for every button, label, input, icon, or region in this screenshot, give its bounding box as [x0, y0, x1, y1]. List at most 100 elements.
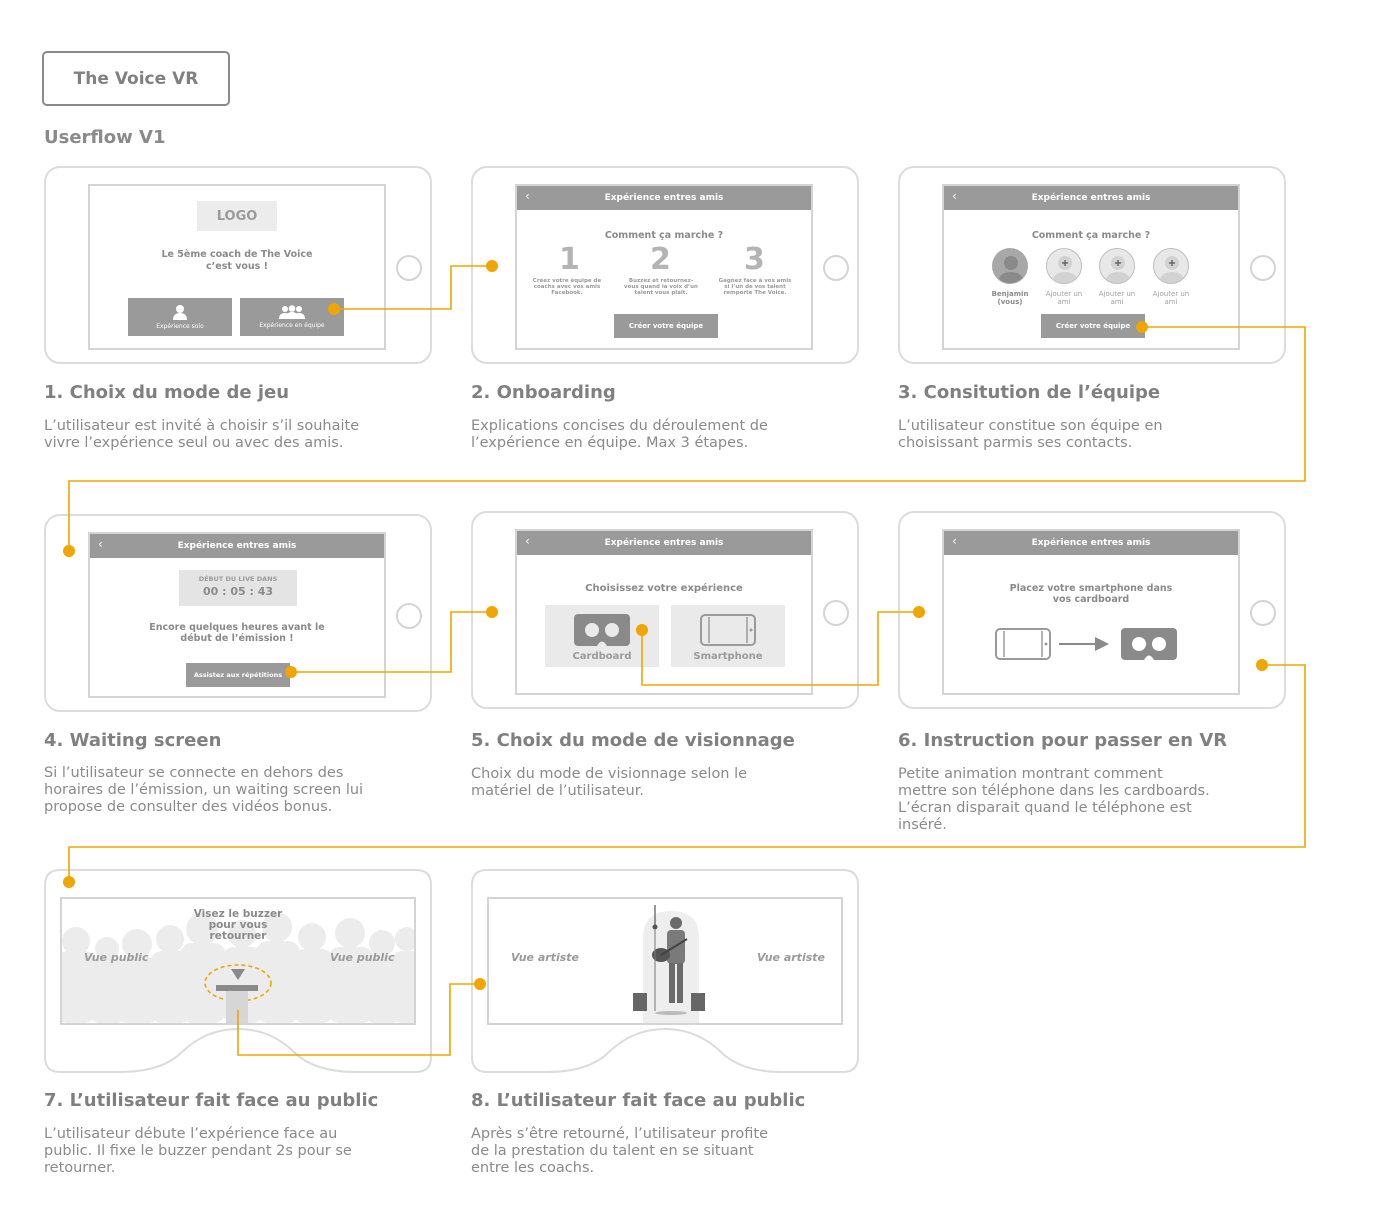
vr-view-public: Visez le buzzer pour vous retourner Vue … [60, 897, 416, 1025]
waiting-line: Encore quelques heures avant le [149, 622, 325, 633]
member-label-line: ami [1057, 298, 1071, 306]
step-2-desc-line: Explications concises du déroulement de [471, 418, 768, 434]
screen-header: ‹ Expérience entres amis [517, 186, 811, 210]
step-4-description: Si l’utilisateur se connecte en dehors d… [44, 765, 434, 816]
home-button [396, 255, 422, 281]
screen-step-2: ‹ Expérience entres amis Comment ça march… [515, 184, 813, 350]
solo-button-label: Expérience solo [156, 323, 204, 330]
step-7-desc-line: L’utilisateur débute l’expérience face a… [44, 1126, 338, 1142]
rehearsals-button[interactable]: Assistez aux répétitions [186, 663, 290, 687]
add-friend-avatar[interactable] [1153, 248, 1189, 284]
vr-instruction-line: vos cardboard [1052, 594, 1130, 605]
item-text-line: vous quand la voix d’un [624, 284, 698, 290]
project-title-text: The Voice VR [73, 68, 199, 89]
add-friend-avatar[interactable] [1046, 248, 1082, 284]
item-text-line: Gagnez face à vos amis [718, 278, 792, 284]
step-6-title: 6. Instruction pour passer en VR [898, 730, 1228, 751]
countdown-box: DÉBUT DU LIVE DANS 00 : 05 : 43 [179, 570, 297, 606]
add-friend-avatar[interactable] [1099, 248, 1135, 284]
welcome-line-2: c’est vous ! [206, 261, 268, 272]
item-text-line: Facebook. [551, 290, 583, 296]
member-label: Ajouter un ami [1039, 290, 1089, 306]
cardboard-label: Cardboard [572, 651, 632, 662]
phone-step-5: ‹Expérience entres amis Choisissez votre… [471, 511, 859, 709]
flow-subtitle: Userflow V1 [44, 127, 166, 148]
smartphone-label: Smartphone [693, 651, 763, 662]
home-button [823, 600, 849, 626]
vr-headset-step-8: Vue artiste Vue artiste [471, 869, 859, 1074]
vr-headset-step-7: Visez le buzzer pour vous retourner Vue … [44, 869, 432, 1074]
step-7-description: L’utilisateur débute l’expérience face a… [44, 1126, 434, 1177]
step-6-desc-line: mettre son téléphone dans les cardboards… [898, 783, 1210, 799]
solo-experience-button[interactable]: Expérience solo [128, 298, 232, 336]
onboarding-item-text: Créez votre équipe de coachs avec vos am… [525, 278, 609, 296]
user-icon [173, 305, 187, 320]
group-icon [279, 305, 305, 319]
smartphone-icon [995, 628, 1051, 660]
buzzer-instruction: Visez le buzzer pour vous retourner [172, 909, 304, 942]
step-8-desc-line: entre les coachs. [471, 1160, 595, 1176]
smartphone-icon [700, 614, 756, 646]
user-avatar [992, 248, 1028, 284]
cardboard-icon [574, 614, 630, 646]
step-5-description: Choix du mode de visionnage selon le mat… [471, 766, 861, 800]
step-3-title: 3. Consitution de l’équipe [898, 382, 1161, 403]
step-8-title: 8. L’utilisateur fait face au public [471, 1090, 806, 1111]
screen-header: ‹ Expérience entres amis [90, 534, 384, 558]
member-label: Ajouter un ami [1092, 290, 1142, 306]
header-title: Expérience entres amis [604, 193, 724, 203]
cardboard-icon [1121, 628, 1177, 660]
item-text-line: remporte The Voice. [723, 290, 787, 296]
step-8-desc-line: Après s’être retourné, l’utilisateur pro… [471, 1126, 769, 1142]
onboarding-heading: Comment ça marche ? [604, 230, 724, 241]
screen-step-1: LOGO Le 5ème coach de The Voice c’est vo… [88, 184, 386, 350]
artist-view-label-left: Vue artiste [511, 951, 579, 964]
screen-header: ‹Expérience entres amis [944, 186, 1238, 210]
smartphone-option[interactable]: Smartphone [671, 605, 785, 667]
step-4-desc-line: horaires de l’émission, un waiting scree… [44, 782, 364, 798]
viewing-mode-heading: Choisissez votre expérience [585, 583, 743, 594]
header-title: Expérience entres amis [177, 541, 297, 551]
step-number-2: 2 [650, 242, 671, 277]
create-team-button[interactable]: Créer votre équipe [614, 314, 718, 338]
back-arrow-icon[interactable]: ‹ [525, 534, 530, 548]
public-view-label-left: Vue public [84, 951, 149, 964]
team-experience-button[interactable]: Expérience en équipe [240, 298, 344, 336]
home-button [1250, 600, 1276, 626]
waiting-line: début de l’émission ! [180, 633, 294, 644]
step-3-desc-line: choisissant parmis ses contacts. [898, 435, 1133, 451]
add-user-icon [1159, 256, 1185, 283]
back-arrow-icon[interactable]: ‹ [952, 189, 957, 203]
public-view-label-right: Vue public [330, 951, 395, 964]
member-label-line: ami [1110, 298, 1124, 306]
cardboard-option[interactable]: Cardboard [545, 605, 659, 667]
add-user-icon [1105, 256, 1131, 283]
member-label-line: Benjamin [991, 290, 1029, 298]
item-text-line: Créez votre équipe de [532, 278, 602, 284]
home-button [396, 603, 422, 629]
step-1-desc-line: L’utilisateur est invité à choisir s’il … [44, 418, 360, 434]
home-button [823, 255, 849, 281]
back-arrow-icon[interactable]: ‹ [98, 537, 103, 551]
phone-step-3: ‹Expérience entres amis Comment ça march… [898, 166, 1286, 364]
team-button-label: Expérience en équipe [259, 322, 325, 329]
item-text-line: coachs avec vos amis [533, 284, 601, 290]
step-number-1: 1 [559, 242, 580, 277]
step-1-title: 1. Choix du mode de jeu [44, 382, 290, 403]
member-label-line: Ajouter un [1045, 290, 1083, 298]
waiting-message: Encore quelques heures avant le début de… [90, 622, 384, 644]
step-7-desc-line: public. Il fixe le buzzer pendant 2s pou… [44, 1143, 352, 1159]
buzzer-instruction-line: retourner [209, 930, 267, 942]
welcome-message: Le 5ème coach de The Voice c’est vous ! [90, 249, 384, 273]
back-arrow-icon[interactable]: ‹ [525, 189, 530, 203]
vr-view-artist: Vue artiste Vue artiste [487, 897, 843, 1025]
screen-step-3: ‹Expérience entres amis Comment ça march… [942, 184, 1240, 350]
buzzer-icon[interactable] [200, 961, 276, 1023]
step-7-desc-line: retourner. [44, 1160, 116, 1176]
create-team-button[interactable]: Créer votre équipe [1041, 314, 1145, 338]
member-label-line: Ajouter un [1098, 290, 1136, 298]
item-text-line: si l’un de vos talent [724, 284, 786, 290]
step-8-desc-line: de la prestation du talent en se situant [471, 1143, 754, 1159]
back-arrow-icon[interactable]: ‹ [952, 534, 957, 548]
step-4-desc-line: Si l’utilisateur se connecte en dehors d… [44, 765, 344, 781]
